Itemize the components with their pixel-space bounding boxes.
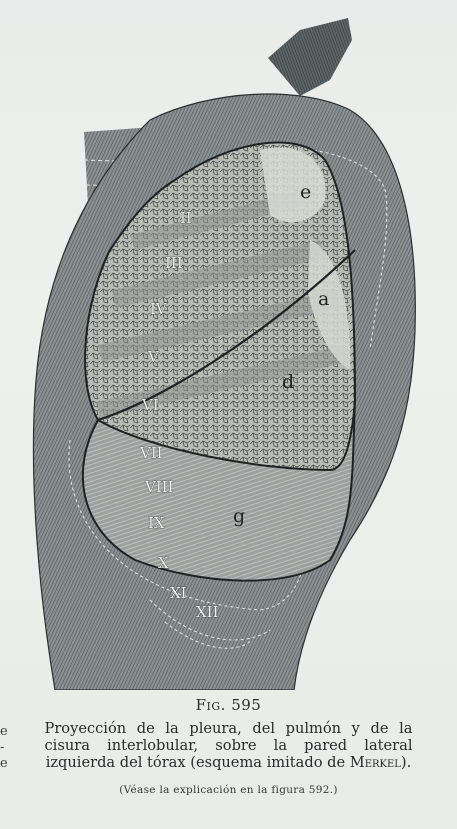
rib-label: X — [158, 554, 169, 572]
region-letter: g — [233, 505, 245, 527]
region-letter: d — [282, 371, 294, 393]
figure-caption: Fig. 595 Proyección de la pleura, del pu… — [0, 696, 457, 796]
rib-label: XII — [196, 603, 219, 621]
rib-label: VI — [141, 396, 159, 414]
region-letter: a — [318, 288, 329, 310]
region-letter: e — [300, 181, 311, 203]
rib-label: VII — [139, 444, 163, 462]
arm-stump — [268, 18, 352, 96]
rib-label: IV — [150, 300, 168, 318]
lung-left — [84, 141, 357, 472]
thorax-drawing: II III IV V VI VII VIII IX X XI XII e a … — [32, 18, 416, 690]
rib-label: IX — [148, 514, 165, 532]
margin-fragments: e - e — [0, 724, 8, 772]
rib-label: V — [147, 348, 160, 366]
margin-fragment: e — [0, 756, 8, 771]
caption-body: Proyección de la pleura, del pulmón y de… — [44, 720, 413, 771]
caption-note: (Véase la explicación en la figura 592.) — [119, 784, 338, 796]
rib-label: VIII — [144, 478, 174, 496]
rib-label: III — [165, 254, 183, 272]
margin-fragment: - — [0, 740, 5, 755]
figure-number-value: 595 — [231, 696, 262, 714]
rib-label: II — [180, 209, 192, 227]
interlobular-fissure — [97, 249, 356, 422]
margin-fragment: e — [0, 724, 8, 739]
rib-label: XI — [170, 584, 187, 602]
caption-author: Merkel). — [349, 754, 412, 771]
anatomical-illustration: II III IV V VI VII VIII IX X XI XII e a … — [32, 18, 416, 690]
figure-number: Fig. 595 — [0, 696, 457, 714]
figure-prefix: Fig. — [195, 696, 226, 714]
caption-text: Proyección de la pleura, del pulmón y de… — [45, 720, 413, 771]
